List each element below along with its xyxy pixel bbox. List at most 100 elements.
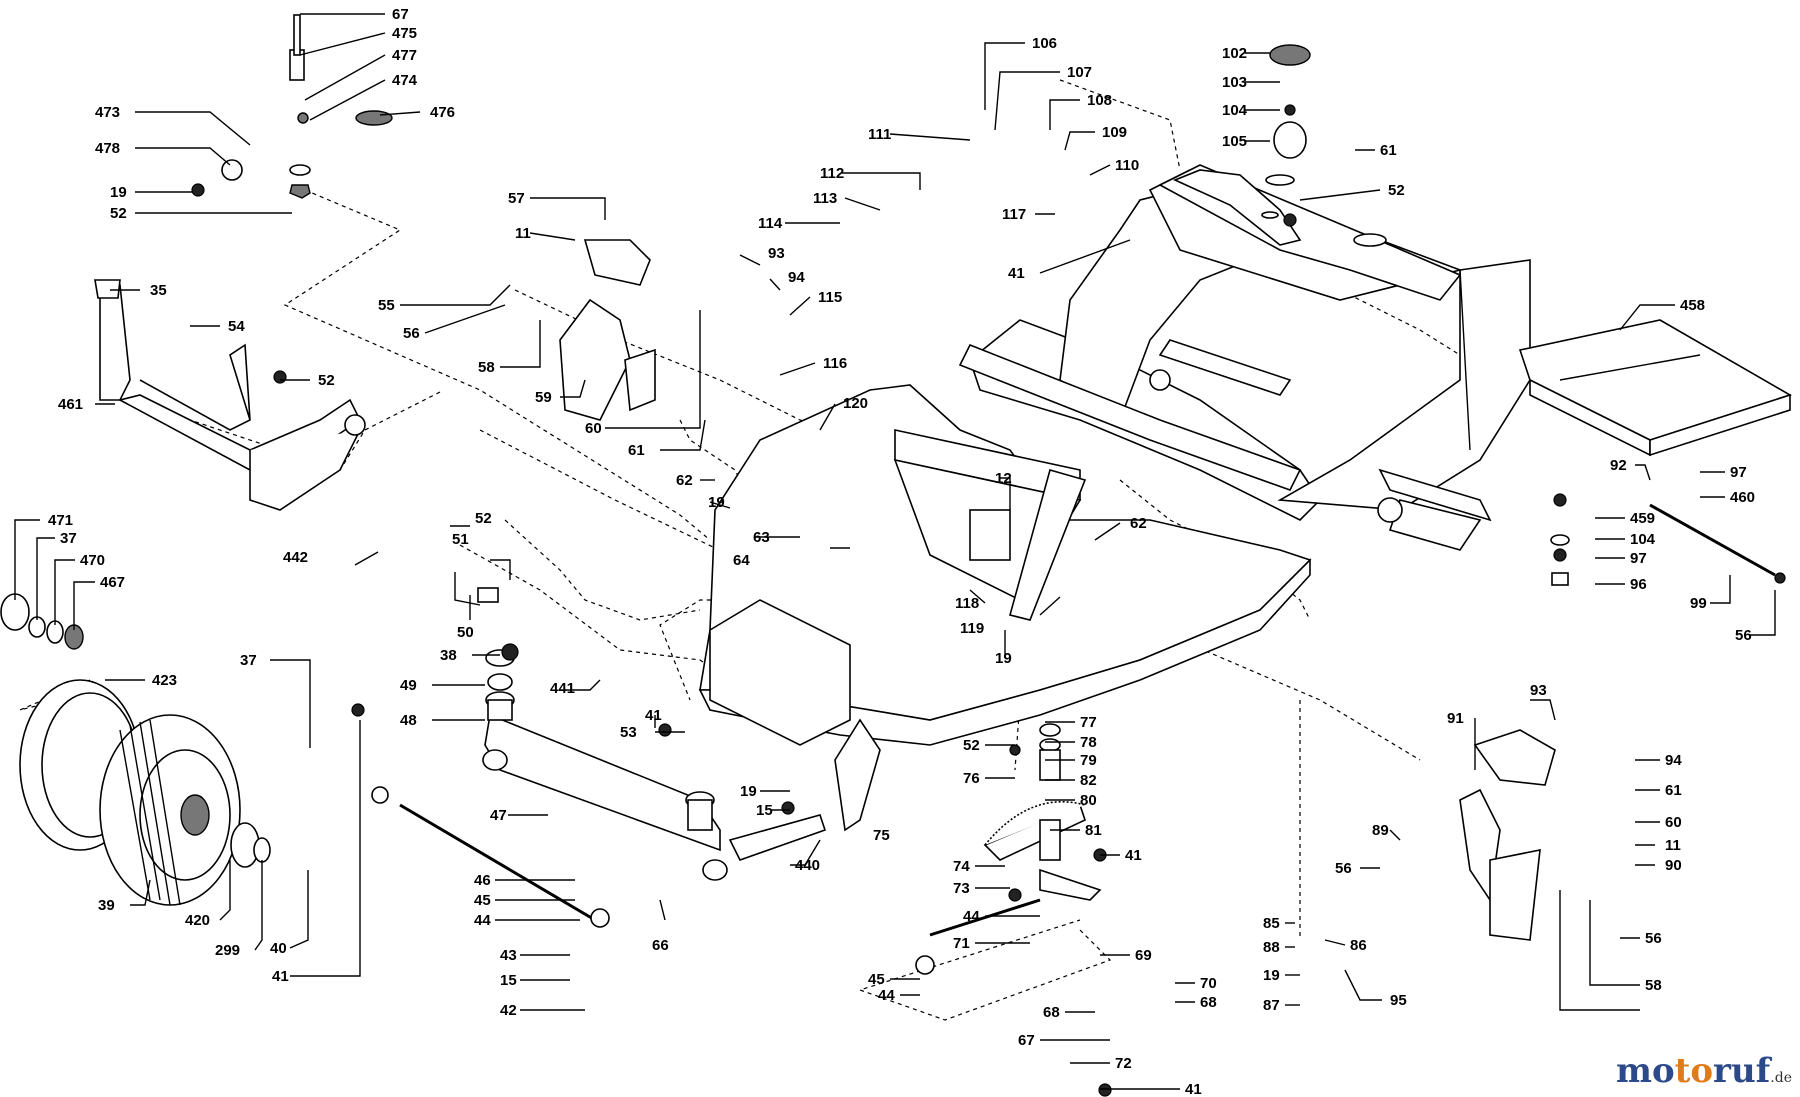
- part-label: 39: [98, 897, 115, 914]
- part-label: 72: [1115, 1055, 1132, 1072]
- part-label: 95: [1390, 992, 1407, 1009]
- part-label: 78: [1080, 734, 1097, 751]
- part-label: 48: [400, 712, 417, 729]
- part-label: 67: [392, 6, 409, 23]
- part-label: 113: [813, 190, 837, 207]
- part-label: 44: [878, 987, 895, 1004]
- part-label: 41: [1185, 1081, 1202, 1097]
- part-label: 11: [515, 225, 531, 242]
- main-chassis-frame: [698, 164, 1531, 832]
- part-label: 68: [1043, 1004, 1060, 1021]
- part-label: 19: [708, 494, 725, 511]
- part-label: 58: [478, 359, 495, 376]
- part-label: 97: [1630, 550, 1647, 567]
- part-labels: 67 475 477 474 473 476 478 19 52 35 54 5…: [48, 6, 1755, 1097]
- part-label: 471: [48, 512, 73, 529]
- part-label: 87: [1263, 997, 1280, 1014]
- part-label: 61: [628, 442, 645, 459]
- part-label: 116: [823, 355, 847, 372]
- part-label: 40: [270, 940, 287, 957]
- part-label: 104: [1630, 531, 1656, 548]
- part-label: 99: [1690, 595, 1707, 612]
- part-label: 467: [100, 574, 125, 591]
- part-label: 91: [1447, 710, 1464, 727]
- part-label: 37: [60, 530, 77, 547]
- part-label: 63: [753, 529, 770, 546]
- part-label: 442: [283, 549, 308, 566]
- part-label: 478: [95, 140, 120, 157]
- part-label: 52: [318, 372, 335, 389]
- part-label: 38: [440, 647, 457, 664]
- logo-tld: .de: [1770, 1070, 1792, 1086]
- part-label: 476: [430, 104, 455, 121]
- part-label: 69: [1135, 947, 1152, 964]
- part-label: 475: [392, 25, 417, 42]
- part-label: 46: [474, 872, 491, 889]
- part-label: 52: [110, 205, 127, 222]
- part-label: 112: [820, 165, 844, 182]
- part-label: 88: [1263, 939, 1280, 956]
- part-label: 61: [1380, 142, 1397, 159]
- part-label: 64: [733, 552, 750, 569]
- part-label: 41: [272, 968, 289, 985]
- part-label: 120: [843, 395, 868, 412]
- part-label: 118: [955, 595, 979, 612]
- part-label: 110: [1115, 157, 1139, 174]
- part-label: 105: [1222, 133, 1247, 150]
- part-label: 15: [500, 972, 517, 989]
- fasteners: [191, 14, 1786, 1097]
- part-label: 461: [58, 396, 83, 413]
- part-label: 103: [1222, 74, 1247, 91]
- part-label: 56: [403, 325, 420, 342]
- part-label: 52: [1388, 182, 1405, 199]
- part-label: 70: [1200, 975, 1217, 992]
- leader-lines: [14, 13, 1776, 1090]
- part-label: 45: [474, 892, 491, 909]
- front-bumper: [94, 279, 366, 511]
- part-label: 35: [150, 282, 167, 299]
- part-label: 93: [1530, 682, 1547, 699]
- part-label: 61: [1665, 782, 1682, 799]
- part-label: 420: [185, 912, 210, 929]
- part-label: 56: [1645, 930, 1662, 947]
- part-label: 44: [474, 912, 491, 929]
- part-label: 37: [240, 652, 257, 669]
- part-label: 477: [392, 47, 417, 64]
- logo-text-part3: ruf: [1713, 1051, 1771, 1091]
- part-label: 299: [215, 942, 240, 959]
- part-label: 96: [1630, 576, 1647, 593]
- part-label: 74: [953, 858, 970, 875]
- part-label: 47: [490, 807, 507, 824]
- part-label: 62: [1130, 515, 1147, 532]
- seat-plate: [1518, 319, 1792, 457]
- part-label: 41: [645, 707, 662, 724]
- part-label: 56: [1335, 860, 1352, 877]
- part-label: 459: [1630, 510, 1655, 527]
- motoruf-logo: motoruf.de: [1616, 1051, 1792, 1091]
- part-label: 94: [788, 269, 805, 286]
- part-label: 97: [1730, 464, 1747, 481]
- part-label: 104: [1222, 102, 1248, 119]
- part-label: 93: [768, 245, 785, 262]
- part-label: 77: [1080, 714, 1097, 731]
- part-label: 52: [963, 737, 980, 754]
- part-label: 474: [392, 72, 418, 89]
- part-label: 86: [1350, 937, 1367, 954]
- part-label: 19: [1263, 967, 1280, 984]
- part-label: 68: [1200, 994, 1217, 1011]
- part-label: 57: [508, 190, 525, 207]
- part-label: 62: [676, 472, 693, 489]
- part-label: 42: [500, 1002, 517, 1019]
- part-label: 56: [1735, 627, 1752, 644]
- part-label: 71: [953, 935, 970, 952]
- part-label: 108: [1087, 92, 1112, 109]
- part-label: 81: [1085, 822, 1102, 839]
- logo-text-part2: to: [1674, 1051, 1714, 1091]
- part-label: 89: [1372, 822, 1389, 839]
- part-label: 66: [652, 937, 669, 954]
- part-label: 59: [535, 389, 552, 406]
- part-label: 51: [452, 531, 469, 548]
- part-label: 44: [963, 908, 980, 925]
- part-label: 92: [1610, 457, 1627, 474]
